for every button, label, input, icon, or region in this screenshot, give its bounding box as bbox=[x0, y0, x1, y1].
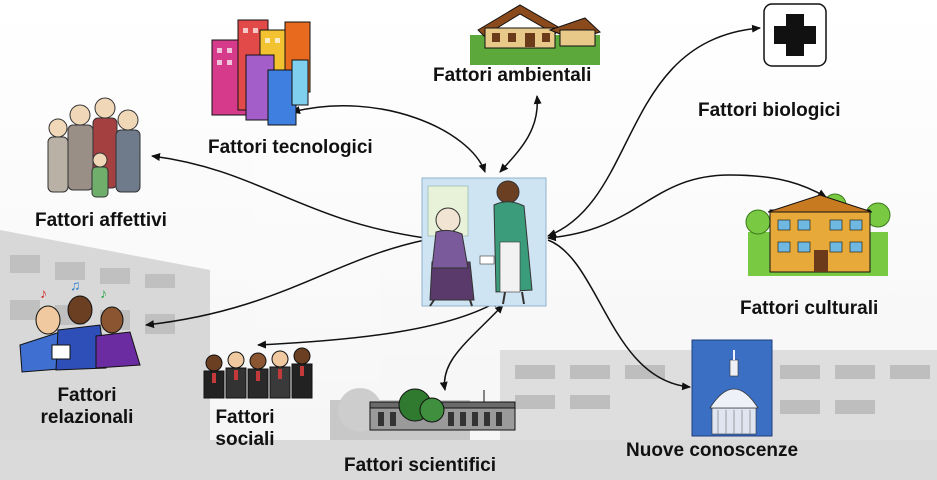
school-building-icon bbox=[745, 193, 891, 276]
label-line: Fattori bbox=[215, 407, 275, 428]
nurse-elderly-patient-icon bbox=[421, 177, 547, 307]
label-fattori-relazionali: Fattori relazionali bbox=[27, 385, 147, 429]
label-fattori-ambientali: Fattori ambientali bbox=[433, 65, 592, 86]
label-fattori-tecnologici: Fattori tecnologici bbox=[208, 137, 373, 158]
label-line: sociali bbox=[215, 429, 275, 450]
svg-text:♫: ♫ bbox=[70, 277, 81, 293]
family-group-icon bbox=[47, 97, 141, 198]
label-line: relazionali bbox=[40, 407, 134, 428]
medical-cross-icon bbox=[763, 3, 827, 67]
singing-people-icon: ♪ ♫ ♪ bbox=[19, 277, 141, 373]
capitol-dome-icon bbox=[691, 339, 773, 437]
label-fattori-culturali: Fattori culturali bbox=[740, 298, 879, 319]
label-fattori-scientifici: Fattori scientifici bbox=[344, 455, 497, 476]
label-line: Fattori bbox=[57, 385, 117, 406]
house-icon bbox=[470, 4, 601, 65]
label-fattori-affettivi: Fattori affettivi bbox=[35, 210, 167, 231]
svg-text:♪: ♪ bbox=[100, 285, 107, 301]
label-nuove-conoscenze: Nuove conoscenze bbox=[626, 440, 799, 461]
label-fattori-sociali: Fattori sociali bbox=[200, 407, 290, 451]
label-fattori-biologici: Fattori biologici bbox=[698, 100, 841, 121]
svg-text:♪: ♪ bbox=[40, 285, 47, 301]
research-building-icon bbox=[369, 388, 516, 431]
connection-arrows bbox=[145, 24, 827, 391]
city-buildings-icon bbox=[211, 19, 311, 126]
businessmen-group-icon bbox=[203, 347, 313, 399]
